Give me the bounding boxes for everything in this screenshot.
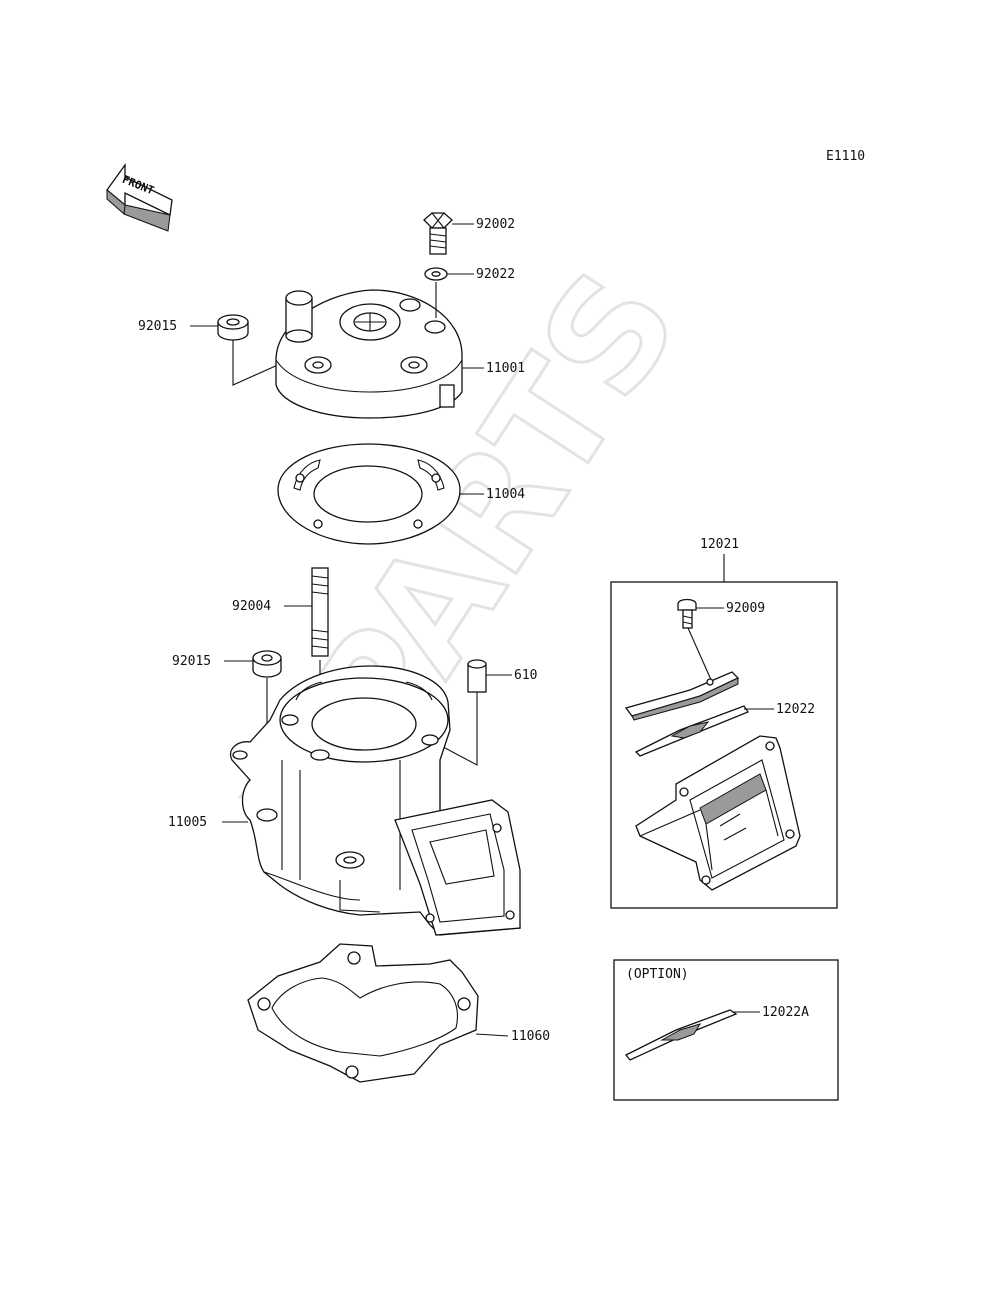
- callout-92002: 92002: [476, 217, 515, 232]
- reed-block-housing: [635, 735, 801, 891]
- callout-11005: 11005: [168, 815, 207, 830]
- callout-92004: 92004: [232, 599, 271, 614]
- reed-12022: [634, 705, 749, 757]
- diagram-code: E1110: [826, 149, 865, 164]
- callout-11060: 11060: [511, 1029, 550, 1044]
- front-arrow-icon: FRONT: [106, 162, 173, 232]
- screw-92009: [677, 598, 697, 629]
- cylinder-11005: [229, 665, 521, 936]
- callout-92015-mid: 92015: [172, 654, 211, 669]
- washer-92022: [424, 267, 448, 281]
- callout-610: 610: [514, 668, 537, 683]
- cylinder-head-11001: [275, 289, 463, 419]
- callout-92009: 92009: [726, 601, 765, 616]
- callout-11004: 11004: [486, 487, 525, 502]
- reed-stopper-plate: [624, 671, 740, 721]
- callout-92022: 92022: [476, 267, 515, 282]
- head-gasket-11004: [277, 443, 461, 545]
- callout-11001: 11001: [486, 361, 525, 376]
- reed-12022A: [624, 1009, 738, 1061]
- reed-valve-kit-box: [610, 581, 838, 909]
- callout-12021: 12021: [700, 537, 739, 552]
- option-label: (OPTION): [626, 967, 689, 982]
- callout-92015-top: 92015: [138, 319, 177, 334]
- option-box: [613, 959, 839, 1101]
- bolt-92002: [423, 212, 453, 255]
- callout-12022A: 12022A: [762, 1005, 809, 1020]
- base-gasket-11060: [247, 943, 479, 1083]
- dowel-pin-610: [467, 659, 487, 693]
- nut-92015-mid: [252, 650, 282, 678]
- stud-92004: [311, 567, 329, 657]
- nut-92015-top: [217, 314, 249, 341]
- callout-12022: 12022: [776, 702, 815, 717]
